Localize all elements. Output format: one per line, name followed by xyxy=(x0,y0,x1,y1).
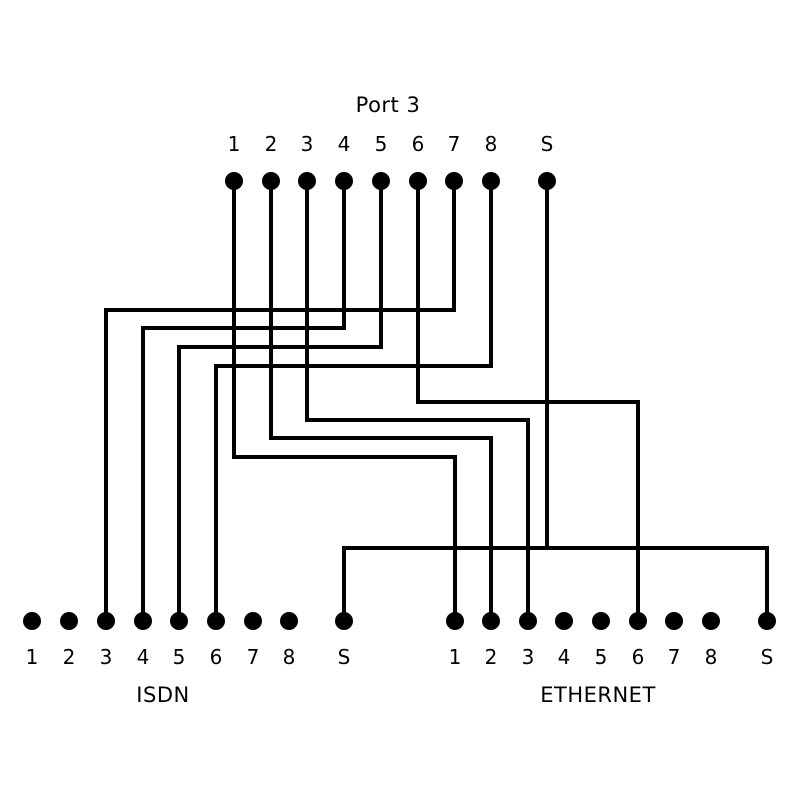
top-pin-7 xyxy=(445,172,463,190)
isdn-pin-7 xyxy=(244,612,262,630)
eth-pin-label-S: S xyxy=(761,645,774,669)
isdn-pins xyxy=(23,612,353,630)
top-pin-2 xyxy=(262,172,280,190)
isdn-pin-label-1: 1 xyxy=(26,645,39,669)
top-pin-label-4: 4 xyxy=(338,132,351,156)
top-pin-label-3: 3 xyxy=(301,132,314,156)
eth-pin-label-2: 2 xyxy=(485,645,498,669)
isdn-pin-label-2: 2 xyxy=(63,645,76,669)
eth-pin-label-6: 6 xyxy=(632,645,645,669)
wire-top2-eth2 xyxy=(269,179,493,623)
eth-pin-4 xyxy=(555,612,573,630)
wire-top6-eth6 xyxy=(416,179,640,623)
top-pin-1 xyxy=(225,172,243,190)
wire-top1-eth1 xyxy=(232,179,457,623)
top-pin-label-6: 6 xyxy=(412,132,425,156)
isdn-pin-label-7: 7 xyxy=(247,645,260,669)
wire-shield-bus xyxy=(342,546,769,623)
isdn-pin-label-6: 6 xyxy=(210,645,223,669)
isdn-pin-2 xyxy=(60,612,78,630)
top-pin-label-2: 2 xyxy=(265,132,278,156)
isdn-pin-label-4: 4 xyxy=(137,645,150,669)
eth-pin-S xyxy=(758,612,776,630)
top-port-title: Port 3 xyxy=(356,93,421,117)
isdn-pin-label-5: 5 xyxy=(173,645,186,669)
ethernet-labels: 1 2 3 4 5 6 7 8 S xyxy=(449,645,774,669)
isdn-pin-1 xyxy=(23,612,41,630)
top-pin-label-8: 8 xyxy=(485,132,498,156)
eth-pin-8 xyxy=(702,612,720,630)
eth-pin-label-7: 7 xyxy=(668,645,681,669)
isdn-pin-3 xyxy=(97,612,115,630)
top-pin-label-1: 1 xyxy=(228,132,241,156)
top-pin-S xyxy=(538,172,556,190)
isdn-pin-6 xyxy=(207,612,225,630)
eth-pin-1 xyxy=(446,612,464,630)
wires xyxy=(104,179,769,623)
eth-pin-7 xyxy=(665,612,683,630)
eth-pin-3 xyxy=(519,612,537,630)
top-pin-4 xyxy=(335,172,353,190)
ethernet-pins xyxy=(446,612,776,630)
wire-top7-isdn3 xyxy=(104,179,456,623)
top-pin-6 xyxy=(409,172,427,190)
top-pin-label-7: 7 xyxy=(448,132,461,156)
eth-pin-label-3: 3 xyxy=(522,645,535,669)
eth-pin-2 xyxy=(482,612,500,630)
eth-pin-label-4: 4 xyxy=(558,645,571,669)
wire-top3-eth3 xyxy=(305,179,530,623)
top-pin-label-S: S xyxy=(541,132,554,156)
isdn-pin-8 xyxy=(280,612,298,630)
wire-top4-isdn4 xyxy=(141,179,346,623)
eth-pin-label-5: 5 xyxy=(595,645,608,669)
top-port-labels: 1 2 3 4 5 6 7 8 S xyxy=(228,132,554,156)
eth-pin-6 xyxy=(629,612,647,630)
isdn-pin-S xyxy=(335,612,353,630)
isdn-pin-label-S: S xyxy=(338,645,351,669)
wire-top5-isdn5 xyxy=(177,179,383,623)
wire-top8-isdn6 xyxy=(214,179,493,623)
isdn-pin-label-3: 3 xyxy=(100,645,113,669)
eth-pin-label-8: 8 xyxy=(705,645,718,669)
top-pin-8 xyxy=(482,172,500,190)
isdn-labels: 1 2 3 4 5 6 7 8 S xyxy=(26,645,351,669)
top-port-pins xyxy=(225,172,556,190)
top-pin-3 xyxy=(298,172,316,190)
top-pin-5 xyxy=(372,172,390,190)
isdn-pin-label-8: 8 xyxy=(283,645,296,669)
isdn-pin-4 xyxy=(134,612,152,630)
top-pin-label-5: 5 xyxy=(375,132,388,156)
ethernet-title: ETHERNET xyxy=(540,683,656,707)
isdn-title: ISDN xyxy=(136,683,189,707)
isdn-pin-5 xyxy=(170,612,188,630)
eth-pin-5 xyxy=(592,612,610,630)
eth-pin-label-1: 1 xyxy=(449,645,462,669)
